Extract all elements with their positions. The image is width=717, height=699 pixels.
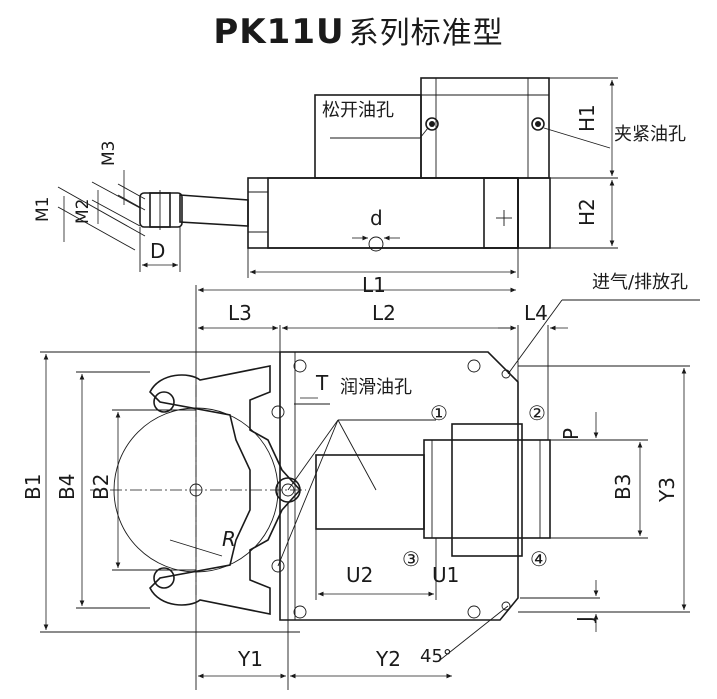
top-view (57, 77, 618, 278)
title-series: 系列标准型 (348, 16, 504, 51)
release-port-label: 松开油孔 (322, 100, 394, 121)
dim-H2: H2 (575, 198, 599, 226)
title-model: PK11U (213, 12, 345, 52)
dim-B4: B4 (55, 474, 79, 500)
callout-4: ④ (530, 547, 548, 571)
dim-Y1: Y1 (237, 647, 263, 671)
dim-D: D (150, 239, 165, 263)
dim-M1: M1 (33, 197, 53, 222)
dim-M3: M3 (99, 141, 119, 166)
callout-3: ③ (402, 547, 420, 571)
dim-Y2: Y2 (375, 647, 401, 671)
brake-pad (139, 192, 183, 228)
dim-P: P (559, 428, 583, 440)
angle-label: 45° (420, 646, 452, 667)
cylinder-body (247, 177, 519, 249)
dim-Y3: Y3 (655, 477, 679, 503)
dim-U2: U2 (346, 563, 373, 587)
dim-L4: L4 (524, 301, 548, 325)
clamp-port-block (420, 77, 550, 179)
cylinder-block (451, 423, 523, 557)
dim-d: d (370, 206, 383, 230)
dim-H1: H1 (575, 104, 599, 132)
dim-T: T (315, 371, 329, 395)
dim-B1: B1 (21, 474, 45, 500)
lube-label: 润滑油孔 (340, 377, 412, 398)
dim-B2: B2 (89, 474, 113, 500)
dim-M2: M2 (73, 199, 93, 224)
callout-2: ② (528, 401, 546, 425)
front-view (40, 285, 700, 690)
dim-L2: L2 (372, 301, 396, 325)
vent-label: 进气/排放孔 (592, 272, 688, 293)
callout-1: ① (430, 401, 448, 425)
clamp-port-label: 夹紧油孔 (614, 124, 686, 145)
dim-R: R (222, 527, 236, 551)
housing (279, 351, 519, 621)
caliper-arms (149, 365, 302, 615)
lever-arm (179, 194, 249, 227)
dim-L1: L1 (362, 273, 386, 297)
dim-B3: B3 (611, 474, 635, 500)
dim-L3: L3 (228, 301, 252, 325)
dim-U1: U1 (432, 563, 459, 587)
piston (315, 454, 425, 530)
dim-J: J (573, 616, 597, 624)
